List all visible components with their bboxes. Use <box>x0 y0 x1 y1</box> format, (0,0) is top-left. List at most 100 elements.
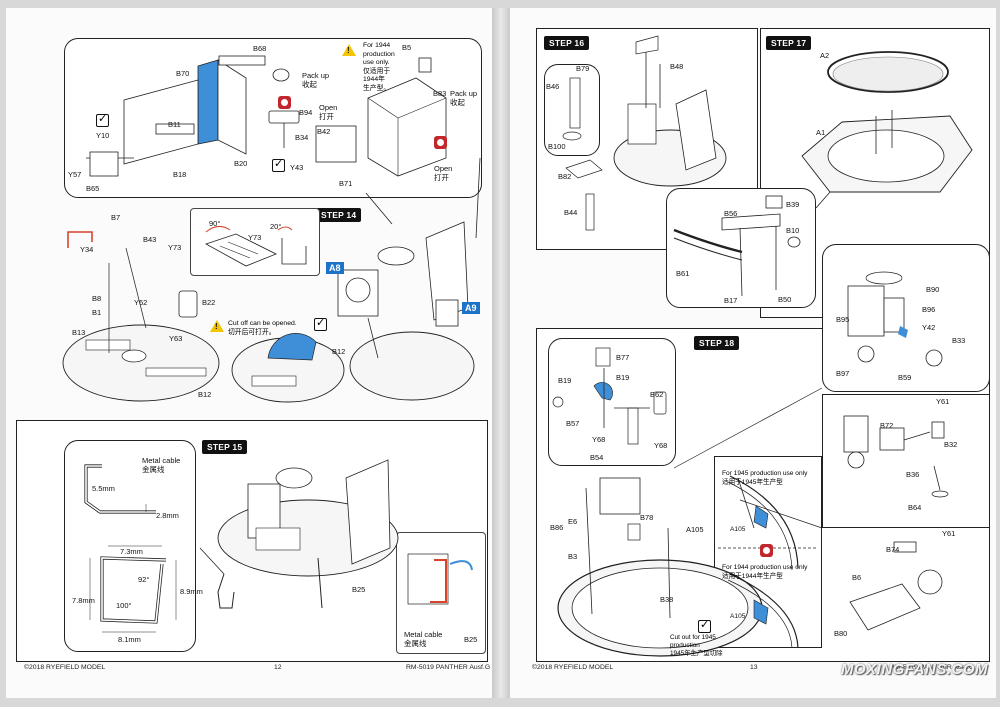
label-y68-right: Y68 <box>654 441 668 450</box>
label-b95: B95 <box>836 315 850 324</box>
note-line: 生产型。 <box>363 84 391 92</box>
warning-icon <box>210 320 224 332</box>
label-open: Open <box>319 103 338 112</box>
label-b70: B70 <box>176 69 190 78</box>
label-y34: Y34 <box>80 245 94 254</box>
step-15-title: STEP 15 <box>202 440 248 454</box>
label-b3: B3 <box>568 552 578 561</box>
label-y62: Y62 <box>134 298 148 307</box>
label-pack-up: Pack up <box>302 71 330 80</box>
open-icon <box>760 544 773 557</box>
label-pack-up-2: Pack up <box>450 89 478 98</box>
label-b78: B78 <box>640 513 654 522</box>
label-b80: B80 <box>834 629 848 638</box>
label-b65: B65 <box>86 184 100 193</box>
knife-icon <box>698 618 711 633</box>
note-line: 适用于1945年生产型 <box>722 479 783 486</box>
step-14-title: STEP 14 <box>316 208 362 222</box>
label-a105-1945: A105 <box>730 526 746 533</box>
label-pack-up-cn: 收起 <box>302 80 317 89</box>
label-b71: B71 <box>339 179 353 188</box>
note-line: 1944年 <box>363 76 385 84</box>
step-18-periscope-detail <box>822 244 990 392</box>
label-b20: B20 <box>234 159 248 168</box>
label-b79: B79 <box>576 64 590 73</box>
label-a105-1944: A105 <box>730 613 746 620</box>
open-icon <box>434 136 447 149</box>
label-b77: B77 <box>616 353 630 362</box>
cutoff-note: Cut off can be opened. 切开后可打开。 <box>228 319 297 337</box>
label-y57: Y57 <box>68 170 82 179</box>
label-b43: B43 <box>143 235 157 244</box>
label-open-2: Open <box>434 164 453 173</box>
label-b59: B59 <box>898 373 912 382</box>
label-open-cn: 打开 <box>319 112 334 121</box>
label-b62: B62 <box>650 390 664 399</box>
label-b44: B44 <box>564 208 578 217</box>
label-92deg: 92° <box>138 575 150 584</box>
label-a8: A8 <box>326 262 344 274</box>
label-b12-middle: B12 <box>332 347 346 356</box>
watermark: MOXINGFANS.COM <box>840 661 988 678</box>
label-y10: Y10 <box>96 131 110 140</box>
note-line: For 1944 <box>363 42 391 49</box>
step-17-drawing <box>673 51 973 297</box>
note-1945: For 1945 production use only 适用于1945年生产型 <box>722 469 807 487</box>
label-y43: Y43 <box>290 163 304 172</box>
label-y73: Y73 <box>168 243 182 252</box>
right-page: STEP 16 B79 B48 B46 B100 B82 B44 STEP 17 <box>510 8 996 698</box>
label-b86: B86 <box>550 523 564 532</box>
note-line: 1945年生产型切除 <box>670 650 723 657</box>
check-icon <box>272 157 285 172</box>
footer-copyright: ©2018 RYEFIELD MODEL <box>532 664 614 671</box>
label-b100: B100 <box>548 142 566 151</box>
label-8-1mm: 8.1mm <box>118 635 141 644</box>
label-y73-detail: Y73 <box>248 233 262 242</box>
label-b22: B22 <box>202 298 216 307</box>
step-18-title: STEP 18 <box>694 336 740 350</box>
label-b11: B11 <box>168 120 181 129</box>
label-b5: B5 <box>402 43 412 52</box>
label-b7: B7 <box>111 213 121 222</box>
label-a2: A2 <box>820 51 830 60</box>
label-pack-up-2-cn: 收起 <box>450 98 465 107</box>
label-e6: E6 <box>568 517 578 526</box>
label-metal-cable-cn: 金属线 <box>142 465 165 474</box>
label-y61: Y61 <box>936 397 950 406</box>
label-a105: A105 <box>686 525 704 534</box>
label-a1: A1 <box>816 128 826 137</box>
label-b17: B17 <box>724 296 738 305</box>
label-b56: B56 <box>724 209 738 218</box>
note-line: For 1944 production use only <box>722 564 808 571</box>
step-16-title: STEP 16 <box>544 36 590 50</box>
label-b57: B57 <box>566 419 580 428</box>
label-7-3mm: 7.3mm <box>120 547 143 556</box>
label-b94: B94 <box>299 108 313 117</box>
label-b34: B34 <box>295 133 309 142</box>
label-b46: B46 <box>546 82 560 91</box>
note-line: 仅适用于 <box>363 67 391 75</box>
footer-copyright: ©2018 RYEFIELD MODEL <box>24 664 106 671</box>
note-line: production <box>363 50 395 58</box>
note-line: 适用于1944年生产型 <box>722 573 783 580</box>
step-18-drawing <box>552 271 949 657</box>
label-b13: B13 <box>72 328 86 337</box>
label-b74: B74 <box>886 545 900 554</box>
label-y61-bottom: Y61 <box>942 529 956 538</box>
label-20deg: 20° <box>270 222 282 231</box>
note-line: Cut out for 1945 <box>670 634 716 641</box>
label-a9: A9 <box>462 302 480 314</box>
warning-icon <box>342 44 356 56</box>
page-gutter <box>492 8 510 698</box>
label-b90: B90 <box>926 285 940 294</box>
footer-page-number: 12 <box>274 664 282 671</box>
label-b39: B39 <box>786 200 800 209</box>
step-16-drawing <box>562 35 727 231</box>
label-b50: B50 <box>778 295 792 304</box>
open-icon <box>278 96 291 109</box>
note-line: 切开后可打开。 <box>228 329 276 336</box>
label-100deg: 100° <box>116 601 132 610</box>
label-b12: B12 <box>198 390 212 399</box>
note-line: production <box>670 642 700 649</box>
label-b19: B19 <box>558 376 572 385</box>
